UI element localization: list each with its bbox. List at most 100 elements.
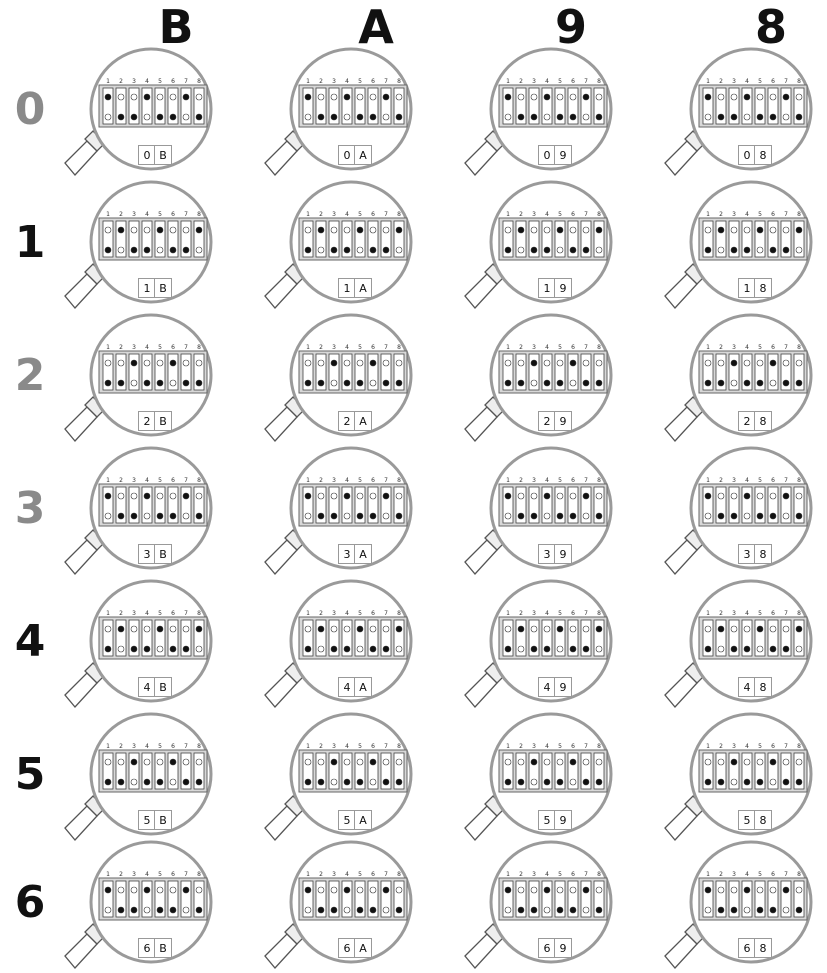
switch-dot xyxy=(196,247,202,253)
switch-position-number: 4 xyxy=(745,610,749,617)
switch-position-number: 2 xyxy=(119,344,123,351)
switch-position-number: 4 xyxy=(145,610,149,617)
switch-position-number: 2 xyxy=(119,871,123,878)
switch-dot xyxy=(518,907,524,913)
magnifier-cell-58: 1234567858 xyxy=(665,710,815,845)
switch-dot xyxy=(596,247,602,253)
switch-dot xyxy=(583,759,589,765)
switch-position-number: 6 xyxy=(771,211,775,218)
switch-position-number: 1 xyxy=(306,871,310,878)
switch-position-number: 5 xyxy=(158,610,162,617)
switch-dot xyxy=(531,360,537,366)
switch-position-number: 4 xyxy=(345,211,349,218)
switch-dot xyxy=(344,907,350,913)
switch-dot xyxy=(744,779,750,785)
switch-dot xyxy=(731,94,737,100)
switch-position-number: 8 xyxy=(397,610,401,617)
switch-position-number: 4 xyxy=(145,477,149,484)
switch-dot xyxy=(770,94,776,100)
switch-position-number: 2 xyxy=(119,78,123,85)
hex-code-label: 68 xyxy=(735,938,775,958)
switch-dot xyxy=(157,380,163,386)
switch-position-number: 1 xyxy=(106,743,110,750)
switch-dot xyxy=(370,380,376,386)
switch-dot xyxy=(505,114,511,120)
switch-position-number: 7 xyxy=(584,610,588,617)
switch-dot xyxy=(305,493,311,499)
switch-position-number: 4 xyxy=(145,78,149,85)
switch-dot xyxy=(196,513,202,519)
switch-dot xyxy=(583,227,589,233)
switch-dot xyxy=(344,646,350,652)
switch-dot xyxy=(757,380,763,386)
switch-position-number: 1 xyxy=(506,610,510,617)
switch-dot xyxy=(183,94,189,100)
switch-dot xyxy=(596,907,602,913)
magnifier-cell-39: 1234567839 xyxy=(465,444,615,579)
switch-position-number: 5 xyxy=(358,344,362,351)
switch-dot xyxy=(383,94,389,100)
switch-dot xyxy=(318,646,324,652)
switch-dot xyxy=(157,759,163,765)
switch-dot xyxy=(118,94,124,100)
switch-dot xyxy=(305,513,311,519)
hex-code-low: B xyxy=(154,544,172,564)
switch-dot xyxy=(305,94,311,100)
switch-dot xyxy=(531,759,537,765)
switch-position-number: 3 xyxy=(732,211,736,218)
switch-dot xyxy=(557,493,563,499)
switch-dot xyxy=(744,380,750,386)
switch-dot xyxy=(131,360,137,366)
switch-position-number: 5 xyxy=(358,871,362,878)
switch-dot xyxy=(596,114,602,120)
switch-dot xyxy=(531,247,537,253)
magnifier-cell-6A: 123456786A xyxy=(265,838,415,973)
switch-dot xyxy=(396,779,402,785)
switch-position-number: 6 xyxy=(171,477,175,484)
switch-dot xyxy=(396,493,402,499)
switch-dot xyxy=(157,626,163,632)
hex-code-label: 58 xyxy=(735,810,775,830)
switch-position-number: 8 xyxy=(597,78,601,85)
hex-code-low: 8 xyxy=(754,278,772,298)
switch-position-number: 2 xyxy=(319,477,323,484)
switch-dot xyxy=(531,626,537,632)
switch-dot xyxy=(557,247,563,253)
switch-dot xyxy=(383,380,389,386)
switch-dot xyxy=(144,887,150,893)
switch-dot xyxy=(196,759,202,765)
switch-dot xyxy=(718,779,724,785)
switch-dot xyxy=(570,887,576,893)
switch-dot xyxy=(531,779,537,785)
switch-dot xyxy=(105,779,111,785)
switch-position-number: 2 xyxy=(719,211,723,218)
hex-code-label: 09 xyxy=(535,145,575,165)
switch-position-number: 4 xyxy=(545,610,549,617)
switch-dot xyxy=(118,626,124,632)
switch-dot xyxy=(131,380,137,386)
switch-dot xyxy=(596,493,602,499)
switch-dot xyxy=(744,513,750,519)
switch-dot xyxy=(544,360,550,366)
switch-dot xyxy=(331,779,337,785)
switch-dot xyxy=(718,493,724,499)
switch-position-number: 8 xyxy=(397,211,401,218)
switch-dot xyxy=(318,247,324,253)
switch-dot xyxy=(583,493,589,499)
switch-dot xyxy=(196,114,202,120)
switch-dot xyxy=(183,360,189,366)
switch-position-number: 8 xyxy=(197,743,201,750)
switch-dot xyxy=(118,759,124,765)
switch-dot xyxy=(318,779,324,785)
switch-position-number: 2 xyxy=(319,871,323,878)
switch-dot xyxy=(531,94,537,100)
switch-dot xyxy=(718,513,724,519)
switch-position-number: 1 xyxy=(106,610,110,617)
hex-code-low: 9 xyxy=(554,677,572,697)
switch-dot xyxy=(583,907,589,913)
switch-position-number: 4 xyxy=(345,477,349,484)
switch-position-number: 5 xyxy=(758,871,762,878)
hex-code-label: 6B xyxy=(135,938,175,958)
switch-position-number: 3 xyxy=(732,78,736,85)
